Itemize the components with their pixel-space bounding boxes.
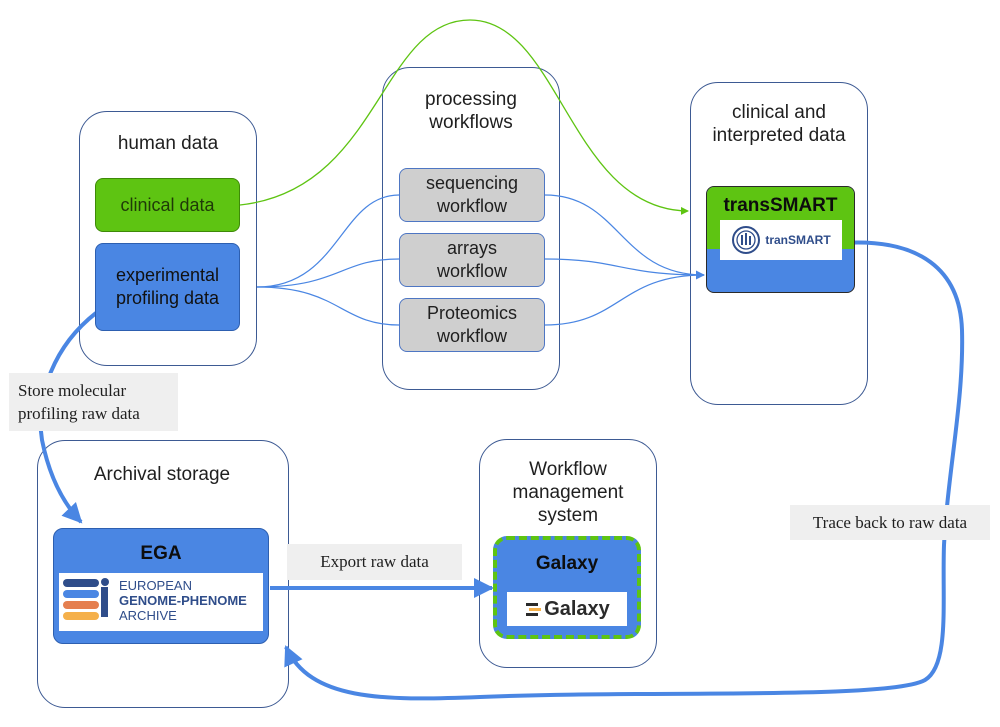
- galaxy-logo-text: Galaxy: [544, 597, 610, 620]
- group-title: human data: [117, 133, 219, 154]
- transsmart-logo-icon: [732, 226, 761, 254]
- group-title: clinical and interpreted data: [712, 102, 846, 146]
- node-transsmart[interactable]: transSMART tranSMART: [706, 186, 855, 293]
- node-label: clinical data: [120, 194, 215, 215]
- ega-logo-line-1: EUROPEAN: [119, 578, 192, 593]
- ega-logo-icon: [63, 578, 109, 620]
- node-proteomics-workflow[interactable]: Proteomics workflow: [399, 298, 545, 352]
- group-title: processing workflows: [425, 89, 517, 133]
- edge-label-store: Store molecular profiling raw data: [9, 373, 178, 431]
- galaxy-logo-icon: [526, 603, 542, 616]
- group-title: Archival storage: [93, 464, 231, 485]
- group-title: Workflow management system: [512, 459, 624, 526]
- ega-logo-text: EUROPEAN GENOME-PHENOME ARCHIVE: [119, 578, 247, 623]
- galaxy-logo: Galaxy: [507, 592, 627, 626]
- transsmart-logo: tranSMART: [720, 220, 842, 260]
- edge-transmart-to-ega: [284, 240, 965, 701]
- ega-logo-line-2: GENOME-PHENOME: [119, 593, 247, 608]
- edge-arrays-to-transmart: [544, 258, 705, 276]
- transsmart-logo-text: tranSMART: [765, 233, 831, 247]
- edge-label-export: Export raw data: [287, 544, 462, 580]
- node-label: experimental profiling data: [115, 265, 220, 308]
- node-label: Proteomics workflow: [426, 303, 518, 346]
- edge-proteomics-to-transmart: [544, 274, 705, 326]
- node-label: sequencing workflow: [425, 173, 519, 216]
- edge-label-trace: Trace back to raw data: [790, 505, 990, 540]
- galaxy-title: Galaxy: [535, 553, 599, 574]
- ega-title: EGA: [140, 543, 182, 564]
- node-galaxy[interactable]: Galaxy Galaxy: [493, 536, 641, 639]
- node-sequencing-workflow[interactable]: sequencing workflow: [399, 168, 545, 222]
- transsmart-title: transSMART: [723, 195, 838, 216]
- edge-label-text: Trace back to raw data: [812, 513, 968, 532]
- ega-logo: EUROPEAN GENOME-PHENOME ARCHIVE: [59, 573, 263, 631]
- edge-label-text: Export raw data: [320, 552, 429, 571]
- node-experimental-profiling[interactable]: experimental profiling data: [95, 243, 240, 331]
- node-arrays-workflow[interactable]: arrays workflow: [399, 233, 545, 287]
- edge-experimental-to-proteomics: [256, 286, 400, 326]
- node-ega[interactable]: EGA EUROPEAN GENOME-PHENOME ARCHIVE: [53, 528, 269, 644]
- node-clinical-data[interactable]: clinical data: [95, 178, 240, 232]
- edge-experimental-to-sequencing: [256, 194, 400, 288]
- edge-experimental-to-ega: [38, 311, 98, 524]
- edge-sequencing-to-transmart: [544, 194, 705, 280]
- edge-experimental-to-arrays: [256, 258, 400, 288]
- node-label: arrays workflow: [436, 238, 507, 281]
- edge-label-text: Store molecular profiling raw data: [18, 381, 140, 423]
- edge-clinical-to-transmart: [239, 19, 689, 215]
- ega-logo-line-3: ARCHIVE: [119, 608, 177, 623]
